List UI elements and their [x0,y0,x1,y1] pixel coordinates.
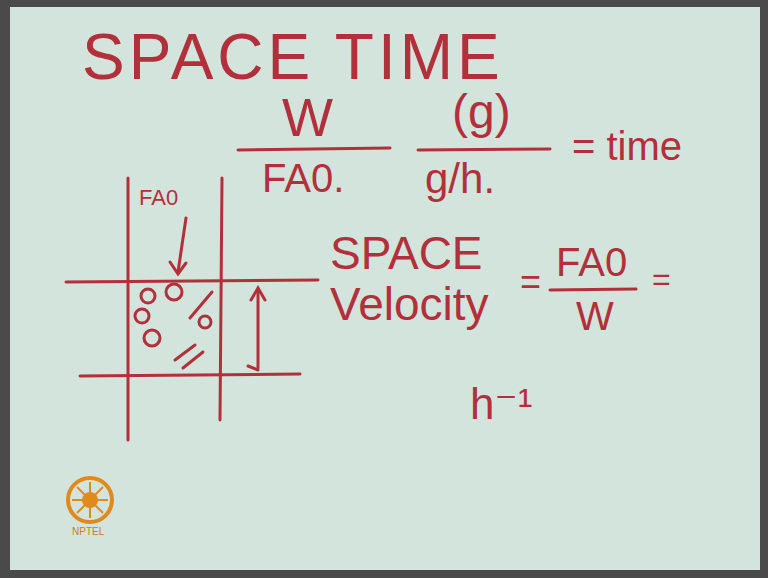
label-holder: = [652,262,671,297]
label-holder: FA0. [262,156,344,200]
height-arrow [257,290,260,368]
fraction-bar [550,289,636,290]
arrow-head [248,366,258,370]
equals-sign: = [520,262,541,302]
arrow-head [170,262,186,274]
catalyst-particle [166,284,182,300]
label-holder: FA0 [139,186,178,210]
hatch [190,292,212,318]
catalyst-particle [141,289,155,303]
feed-label: FA0 [139,186,178,210]
fraction-bar [418,149,550,150]
label-holder: SPACE Velocity [330,228,530,329]
equation-result: = time [572,124,682,168]
catalyst-particle [199,316,211,328]
numerator-unit: (g) [452,86,511,139]
reactor-wall [127,178,130,440]
board [10,7,760,570]
logo-spokes [72,482,108,518]
numerator: FA0 [556,240,627,284]
denominator: W [576,294,614,338]
fraction-bar [238,148,390,150]
hatch [175,345,195,360]
catalyst-particle [135,309,149,323]
hatch [183,352,203,368]
label-holder: h⁻¹ [470,380,532,428]
logo-text: NPTEL [72,526,104,537]
term-name: SPACE Velocity [330,228,530,329]
nptel-logo [68,478,112,522]
denominator-unit: g/h. [425,156,495,202]
arrow-head [251,288,265,300]
equals-sign: = [652,262,671,297]
label-holder: FA0 [556,240,627,284]
label-holder: g/h. [425,156,495,202]
label-holder: W [576,294,614,338]
label-holder: (g) [452,86,511,139]
board-title: SPACE TIME [82,22,504,92]
denominator: FA0. [262,156,344,200]
logo-ring [68,478,112,522]
reactor-wall [220,178,222,420]
catalyst-particle [144,330,160,346]
numerator: W [282,88,333,147]
bed-boundary [80,374,300,376]
title-holder: SPACE TIME [82,22,504,92]
unit-label: h⁻¹ [470,380,532,428]
label-holder: = time [572,124,682,168]
label-holder: W [282,88,333,147]
ink-lines [66,148,636,440]
bed-boundary [66,280,318,282]
label-holder: NPTEL [72,526,104,537]
label-holder: = [520,262,541,302]
